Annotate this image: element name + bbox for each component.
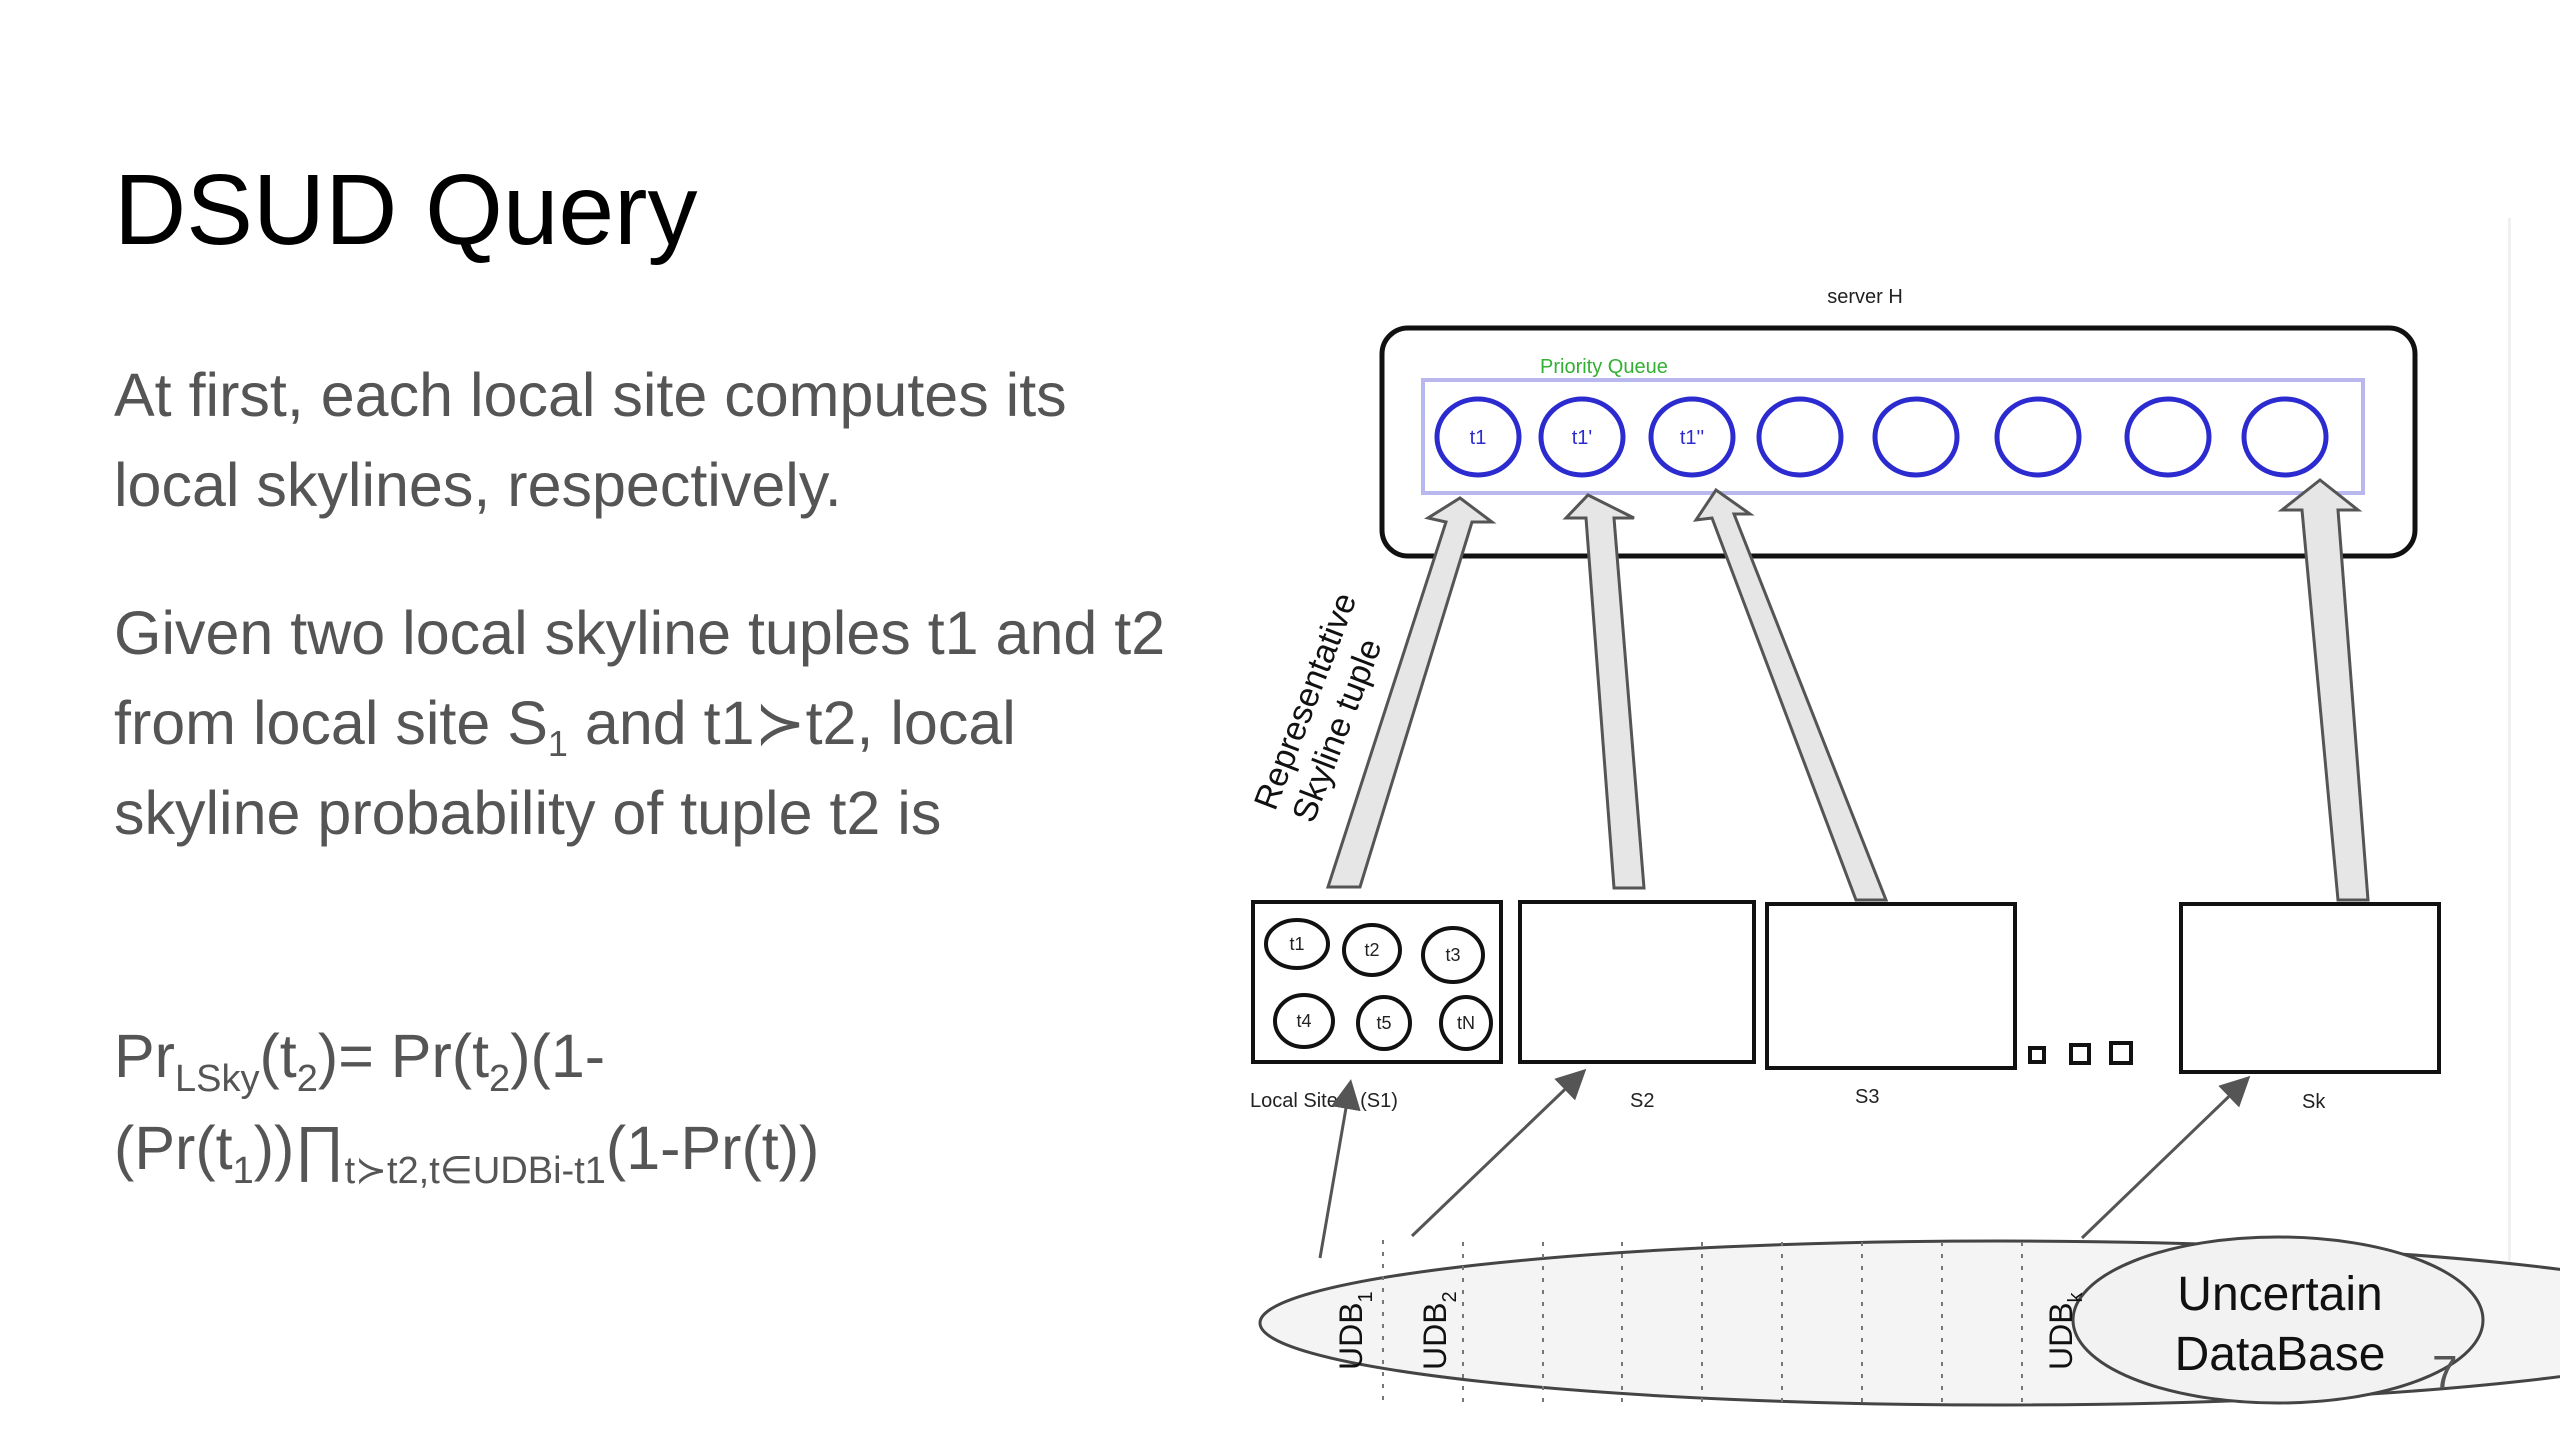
queue-item-circle (2124, 396, 2212, 478)
queue-item-circle (1872, 396, 1960, 478)
formula-line-1: PrLSky(t2)= Pr(t2)(1- (114, 1010, 819, 1102)
local-tuple-label: t5 (1376, 1013, 1391, 1033)
skyline-probability-formula: PrLSky(t2)= Pr(t2)(1- (Pr(t1))∏t≻t2,t∈UD… (114, 1010, 819, 1194)
priority-queue-items: t1 t1' t1'' (1434, 396, 2329, 478)
site-label-sk: Sk (2302, 1091, 2326, 1113)
upward-arrow-site3 (1692, 487, 1889, 902)
queue-item-circle (2241, 396, 2329, 478)
udb-2-label: UDB2 (1417, 1291, 1461, 1370)
slide-edge-rule (2508, 218, 2511, 1278)
server-label: server H (1827, 286, 1903, 308)
upward-arrow-sitek (2277, 478, 2370, 902)
queue-item-label: t1' (1572, 427, 1593, 449)
udb-1-label: UDB1 (1333, 1291, 1377, 1370)
local-tuple-label: t4 (1296, 1011, 1311, 1031)
db-arrow-udbk (2080, 1075, 2251, 1240)
udb-partition-lines (1382, 1240, 2023, 1406)
queue-item-circle (1434, 396, 1522, 478)
queue-item-label: t1'' (1680, 427, 1704, 449)
local-tuple-label: t2 (1364, 940, 1379, 960)
svg-text:UDBk: UDBk (2043, 1291, 2087, 1370)
paragraph-given-tuples: Given two local skyline tuples t1 and t2… (114, 588, 1174, 858)
ellipsis-square (2109, 1041, 2133, 1065)
formula-lsky-sub: LSky (175, 1058, 260, 1100)
paragraph2-text-b: and t1≻t2, local skyline probability of … (114, 689, 1016, 847)
local-tuple-label: t3 (1445, 945, 1460, 965)
queue-item-circle (1994, 396, 2082, 478)
paragraph2-subscript: 1 (547, 723, 568, 764)
db-arrow-udb2 (1410, 1068, 1587, 1238)
formula-t1-sub: 1 (232, 1150, 254, 1192)
upward-arrow-site2 (1562, 493, 1646, 890)
page-number: 7 (2432, 1346, 2458, 1398)
site-sk-box (2179, 902, 2441, 1074)
local-tuple-label: t1 (1289, 934, 1304, 954)
local-tuple-circle (1421, 926, 1485, 984)
ellipsis-square (2028, 1046, 2046, 1064)
formula-rest2: (Pr(t (114, 1114, 233, 1182)
uncertain-database-ellipse (2071, 1235, 2485, 1405)
site-s2-box (1518, 900, 1756, 1064)
slide-title: DSUD Query (114, 154, 698, 266)
formula-product-symbol: ))∏ (253, 1114, 345, 1182)
formula-rest1: )(1- (510, 1022, 606, 1090)
site-label-s2: S2 (1630, 1090, 1654, 1112)
udb-k-label: UDBk (2043, 1291, 2087, 1370)
site-label-local-site-1: Local Site 1 (S1) (1250, 1090, 1398, 1112)
local-tuple-circle (1356, 995, 1412, 1051)
paragraph2-text-a: Given two local skyline tuples t1 and t2… (114, 599, 1166, 757)
site-s3-box (1765, 902, 2017, 1070)
formula-t2-sub: 2 (296, 1058, 318, 1100)
formula-product-sub: t≻t2,t∈UDBi-t1 (344, 1150, 606, 1192)
formula-pr: Pr (114, 1022, 175, 1090)
queue-item-circle (1648, 396, 1736, 478)
queue-item-circle (1538, 396, 1626, 478)
queue-item-circle (1756, 396, 1844, 478)
priority-queue-box (1421, 378, 2365, 495)
local-tuple-circle (1273, 993, 1335, 1049)
local-site-1-tuples: t1 t2 t3 t4 t5 tN (1264, 918, 1493, 1051)
ellipsis-square (2069, 1043, 2091, 1065)
formula-t2-sub-b: 2 (489, 1058, 511, 1100)
uncertain-database-label-line2: DataBase (2175, 1328, 2386, 1381)
formula-tail: (1-Pr(t)) (605, 1114, 820, 1182)
priority-queue-label: Priority Queue (1540, 356, 1668, 378)
db-arrow-udb1 (1318, 1079, 1361, 1259)
site-label-s3: S3 (1855, 1086, 1879, 1108)
paragraph-local-skylines: At first, each local site computes its l… (114, 361, 1067, 519)
formula-eq: )= Pr(t (317, 1022, 490, 1090)
uncertain-database-label-line1: Uncertain (2177, 1268, 2382, 1321)
upward-arrow-site1 (1325, 496, 1497, 889)
formula-line-2: (Pr(t1))∏t≻t2,t∈UDBi-t1(1-Pr(t)) (114, 1102, 819, 1194)
local-tuple-circle (1439, 995, 1493, 1051)
local-tuple-circle (1264, 918, 1330, 970)
formula-arg: (t (259, 1022, 297, 1090)
svg-text:UDB2: UDB2 (1417, 1291, 1461, 1370)
svg-text:UDB1: UDB1 (1333, 1291, 1377, 1370)
local-tuple-circle (1342, 923, 1402, 977)
queue-item-label: t1 (1470, 427, 1487, 449)
local-tuple-label: tN (1457, 1013, 1475, 1033)
